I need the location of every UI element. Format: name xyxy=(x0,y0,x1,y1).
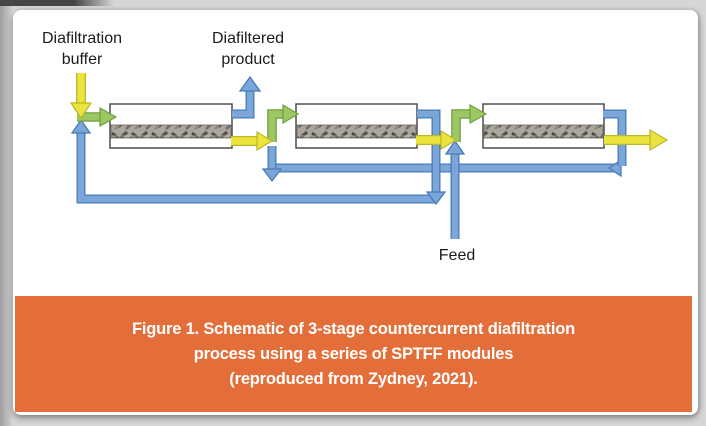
membrane-strip xyxy=(110,124,232,139)
diafiltered-product-arrow xyxy=(232,75,262,119)
membrane-strip xyxy=(483,124,604,139)
down-arrowhead xyxy=(425,191,447,206)
up-arrowhead xyxy=(238,75,262,92)
sptff-module-2 xyxy=(295,103,418,149)
right-arrowhead xyxy=(649,128,669,152)
right-arrowhead xyxy=(99,106,118,128)
down-arrowhead xyxy=(261,168,283,183)
buffer-inlet-arrow xyxy=(69,73,93,120)
feed-inlet-arrow xyxy=(444,139,466,239)
diafiltration-buffer-label: Diafiltration buffer xyxy=(41,30,123,68)
right-arrowhead xyxy=(256,130,274,152)
stage2-inlet-junction-stub xyxy=(261,146,283,183)
caption-line-2: process using a series of SPTFF modules xyxy=(193,345,514,363)
photo-top-edge-artifact xyxy=(0,0,114,6)
up-arrowhead xyxy=(70,118,92,134)
stage1-permeate-arrow xyxy=(231,130,274,152)
stage3-retentate-recycle-line xyxy=(272,109,627,178)
caption-line-3: (reproduced from Zydney, 2021). xyxy=(229,370,478,388)
membrane-strip xyxy=(296,124,417,139)
figure-caption: Figure 1. Schematic of 3-stage countercu… xyxy=(15,296,692,412)
stage3-inlet-arrow xyxy=(451,103,488,142)
stage2-retentate-recycle-line xyxy=(70,109,447,206)
right-arrowhead xyxy=(469,103,488,125)
sptff-module-1 xyxy=(109,103,233,149)
stage2-inlet-arrow xyxy=(267,103,300,142)
feed-label: Feed xyxy=(438,247,476,264)
up-arrowhead xyxy=(444,139,466,155)
photo-left-edge-artifact xyxy=(0,0,12,426)
right-arrowhead xyxy=(282,103,300,125)
stage2-permeate-arrow xyxy=(416,129,458,151)
diafiltered-product-label: Diafiltered product xyxy=(211,30,285,68)
stage3-permeate-outlet-arrow xyxy=(604,128,669,152)
right-arrowhead xyxy=(440,129,458,151)
down-arrowhead xyxy=(69,102,93,120)
sptff-module-3 xyxy=(482,103,605,149)
caption-line-1: Figure 1. Schematic of 3-stage countercu… xyxy=(132,320,575,338)
